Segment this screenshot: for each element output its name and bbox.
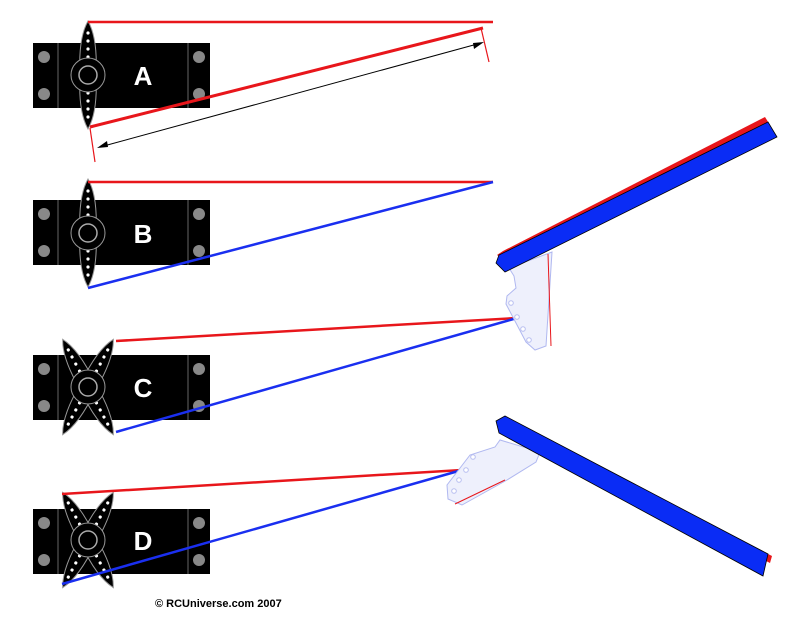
control-surface-up bbox=[495, 117, 778, 351]
dimension-arrow bbox=[99, 42, 482, 148]
servo-d: D bbox=[32, 487, 211, 593]
linkage-d bbox=[61, 468, 463, 586]
linkage-a bbox=[88, 20, 493, 163]
servo-label-a: A bbox=[134, 61, 153, 91]
control-surface-down bbox=[446, 415, 772, 577]
servo-label-b: B bbox=[134, 219, 153, 249]
servo-a: A bbox=[32, 20, 211, 130]
servo-label-d: D bbox=[134, 526, 153, 556]
servo-label-c: C bbox=[134, 373, 153, 403]
linkage-c bbox=[115, 316, 518, 434]
servo-b: B bbox=[32, 178, 211, 288]
servo-c: C bbox=[32, 334, 211, 440]
copyright-text: © RCUniverse.com 2007 bbox=[155, 598, 282, 610]
linkage-b bbox=[87, 180, 494, 290]
